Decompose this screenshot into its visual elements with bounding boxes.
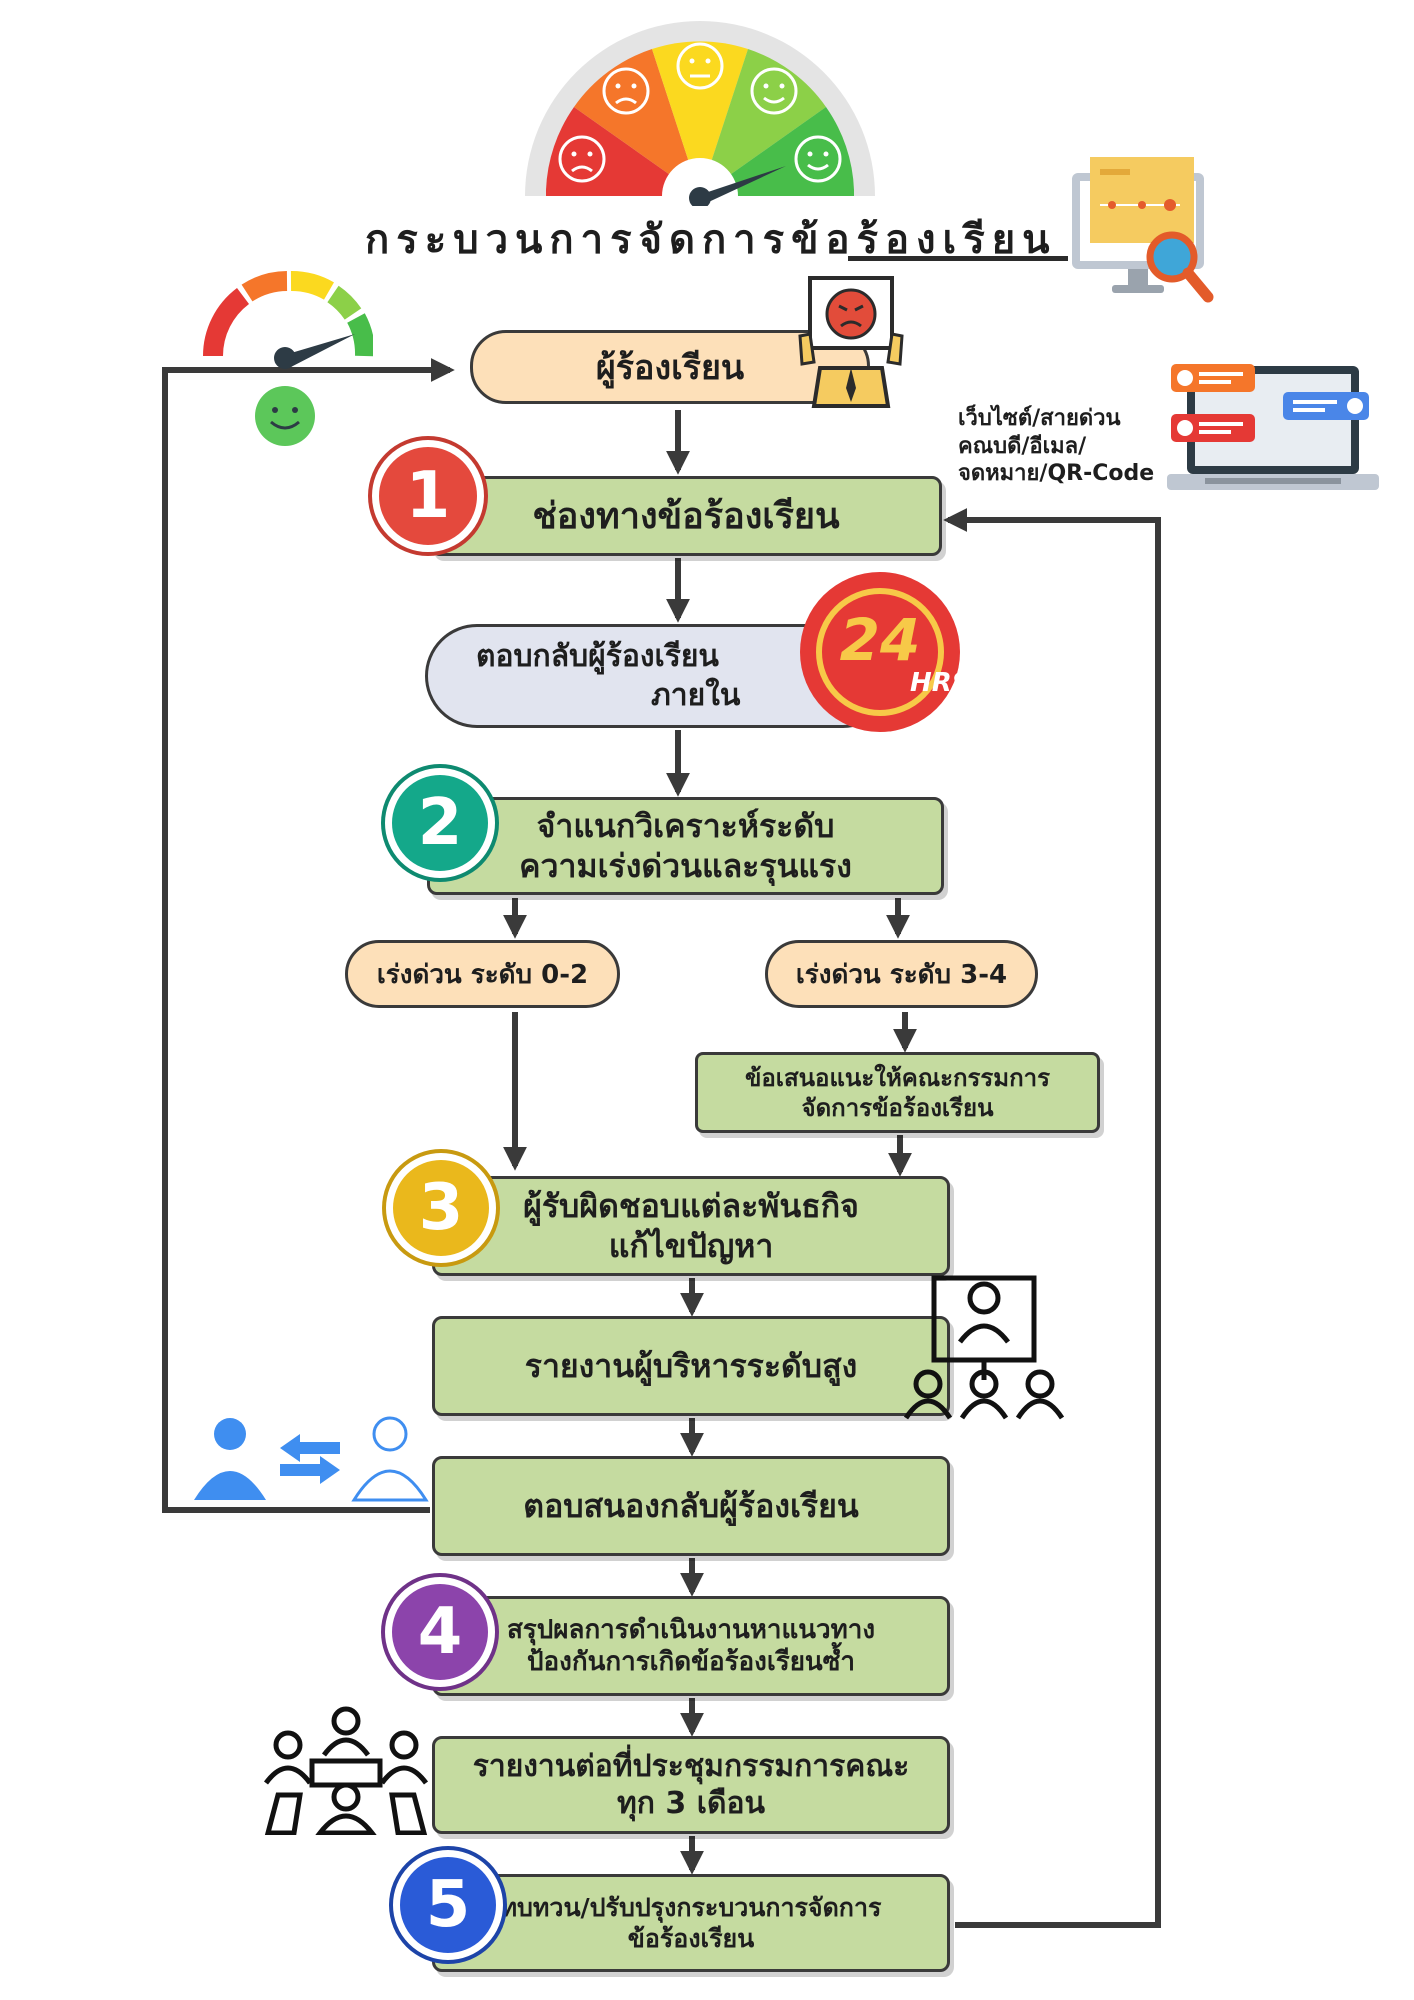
committee-proposal-line1: ข้อเสนอแนะให้คณะกรรมการ bbox=[744, 1063, 1051, 1092]
angry-person-sign-icon bbox=[798, 276, 904, 408]
step4-line2: ป้องกันการเกิดข้อร้องเรียนซ้ำ bbox=[527, 1647, 855, 1677]
committee-proposal-box: ข้อเสนอแนะให้คณะกรรมการ จัดการข้อร้องเรี… bbox=[695, 1052, 1100, 1133]
urgency-low-label: เร่งด่วน ระดับ 0-2 bbox=[376, 959, 589, 990]
monitor-search-icon bbox=[1072, 157, 1214, 303]
initial-response-line2: ภายใน bbox=[651, 678, 741, 713]
step2-line1: จำแนกวิเคราะห์ระดับ bbox=[536, 807, 835, 845]
channel-types-text: เว็บไซต์/สายด่วน คณบดี/อีเมล/ จดหมาย/QR-… bbox=[958, 405, 1154, 488]
channel-types-line3: จดหมาย/QR-Code bbox=[958, 461, 1155, 486]
meeting-people-icon bbox=[263, 1706, 429, 1835]
satisfaction-gauge-icon bbox=[525, 21, 875, 206]
loop-step5-to-channel bbox=[943, 508, 1161, 1928]
user-exchange-icon bbox=[194, 1416, 429, 1502]
step4-box: สรุปผลการดำเนินงานหาแนวทาง ป้องกันการเกิ… bbox=[432, 1596, 950, 1696]
title-underline bbox=[848, 256, 1068, 261]
step5-box: ทบทวน/ปรับปรุงกระบวนการจัดการ ข้อร้องเรี… bbox=[432, 1874, 950, 1972]
meeting-report-box: รายงานต่อที่ประชุมกรรมการคณะ ทุก 3 เดือน bbox=[432, 1736, 950, 1834]
step3-line2: แก้ไขปัญหา bbox=[608, 1227, 774, 1265]
urgency-low-pill: เร่งด่วน ระดับ 0-2 bbox=[345, 940, 620, 1008]
urgency-high-pill: เร่งด่วน ระดับ 3-4 bbox=[765, 940, 1038, 1008]
timer-24-number: 24 bbox=[839, 606, 921, 674]
step4-line1: สรุปผลการดำเนินงานหาแนวทาง bbox=[506, 1614, 876, 1645]
page-title: กระบวนการจัดการข้อร้องเรียน bbox=[365, 217, 1057, 263]
step5-line2: ข้อร้องเรียน bbox=[627, 1924, 755, 1953]
respond-back-box: ตอบสนองกลับผู้ร้องเรียน bbox=[432, 1456, 950, 1556]
committee-proposal-line2: จัดการข้อร้องเรียน bbox=[801, 1093, 994, 1122]
timer-24-unit: HRS bbox=[910, 668, 971, 698]
step3-badge: 3 bbox=[386, 1153, 496, 1263]
step2-box: จำแนกวิเคราะห์ระดับ ความเร่งด่วนและรุนแร… bbox=[427, 797, 944, 895]
timer-24-badge: 24 HRS bbox=[800, 572, 971, 732]
step2-badge: 2 bbox=[385, 768, 495, 878]
step2-line2: ความเร่งด่วนและรุนแรง bbox=[519, 847, 852, 885]
step4-badge: 4 bbox=[385, 1577, 495, 1687]
step3-box: ผู้รับผิดชอบแต่ละพันธกิจ แก้ไขปัญหา bbox=[432, 1176, 950, 1276]
small-satisfaction-gauge-icon bbox=[203, 270, 373, 446]
urgency-high-label: เร่งด่วน ระดับ 3-4 bbox=[795, 959, 1008, 990]
respond-back-label: ตอบสนองกลับผู้ร้องเรียน bbox=[523, 1487, 859, 1525]
step1-box: ช่องทางข้อร้องเรียน bbox=[430, 476, 942, 556]
step1-badge: 1 bbox=[372, 440, 484, 552]
executive-report-box: รายงานผู้บริหารระดับสูง bbox=[432, 1316, 950, 1416]
loop-respond-to-complainant bbox=[162, 358, 455, 1513]
executive-report-label: รายงานผู้บริหารระดับสูง bbox=[524, 1347, 858, 1385]
complainant-label: ผู้ร้องเรียน bbox=[595, 348, 745, 388]
meeting-report-line2: ทุก 3 เดือน bbox=[617, 1786, 765, 1821]
step5-line1: ทบทวน/ปรับปรุงกระบวนการจัดการ bbox=[500, 1892, 882, 1922]
initial-response-line1: ตอบกลับผู้ร้องเรียน bbox=[476, 639, 719, 674]
hierarchy-people-icon bbox=[903, 1275, 1065, 1420]
laptop-reviews-icon bbox=[1167, 364, 1379, 490]
step5-badge: 5 bbox=[393, 1850, 503, 1960]
channel-types-line1: เว็บไซต์/สายด่วน bbox=[958, 406, 1121, 431]
meeting-report-line1: รายงานต่อที่ประชุมกรรมการคณะ bbox=[472, 1748, 910, 1784]
step3-line1: ผู้รับผิดชอบแต่ละพันธกิจ bbox=[523, 1187, 859, 1225]
channel-types-line2: คณบดี/อีเมล/ bbox=[958, 433, 1087, 459]
step1-label: ช่องทางข้อร้องเรียน bbox=[532, 495, 840, 537]
